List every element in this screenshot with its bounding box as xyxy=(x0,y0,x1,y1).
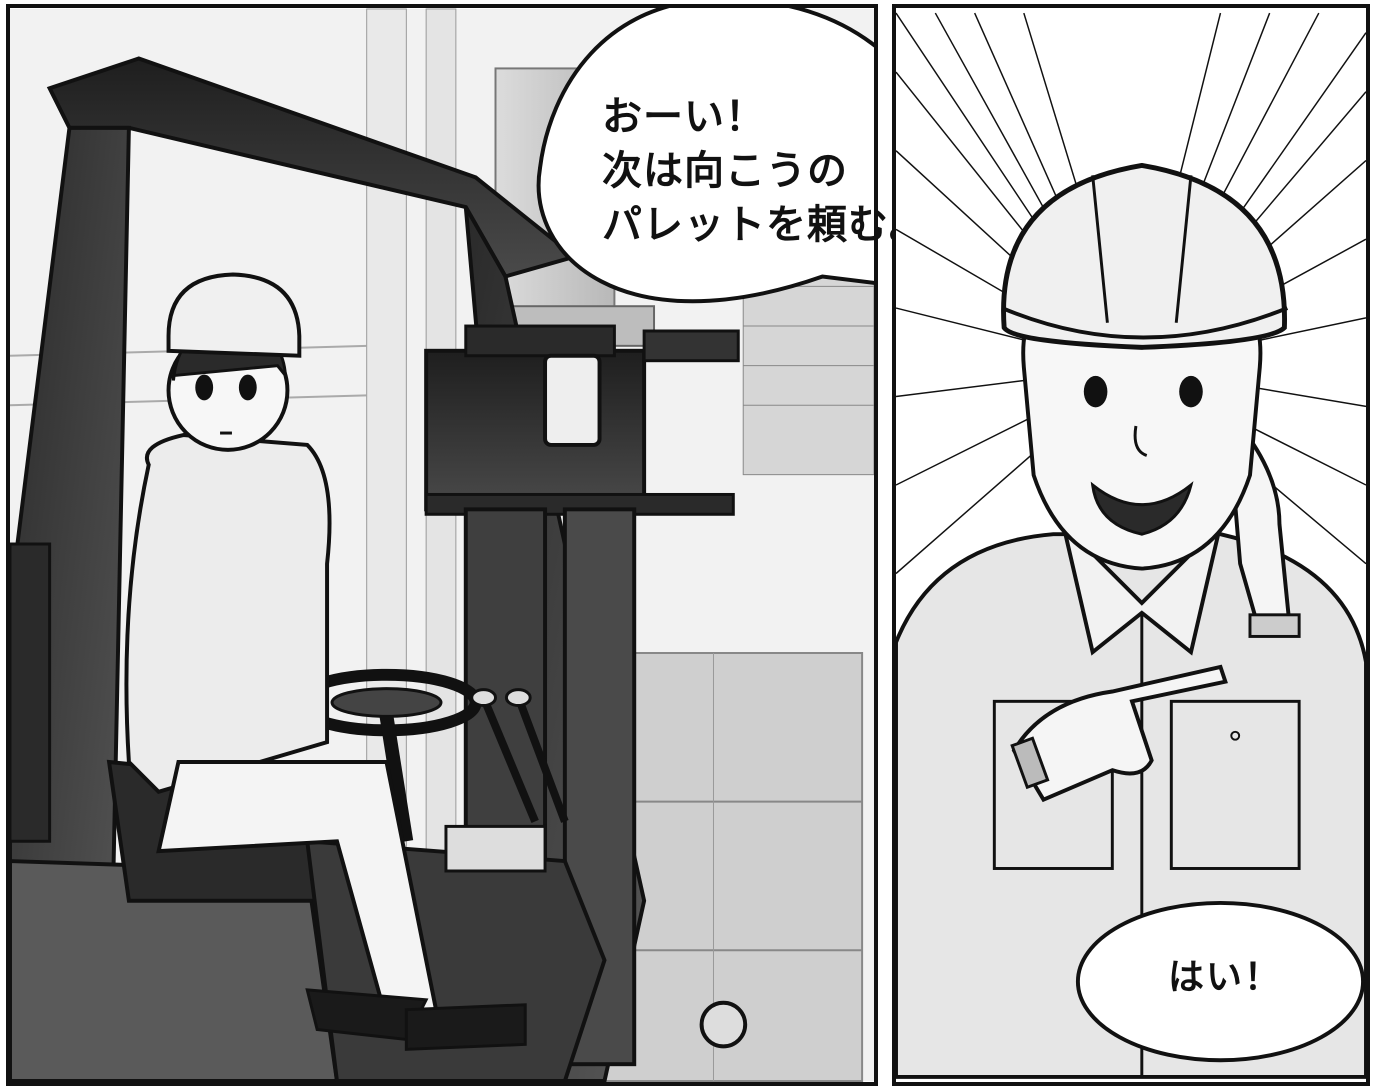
open-mouth xyxy=(1090,481,1194,536)
speech-text-right: はい！ xyxy=(1168,957,1282,997)
speech-line-1: おーい！ xyxy=(602,93,766,140)
supervisor-pointing-hand xyxy=(1010,664,1228,803)
wristwatch xyxy=(1248,613,1301,638)
dashboard-display xyxy=(444,824,547,873)
speech-text-left: おーい！ 次は向こうの パレットを頼む。 xyxy=(602,90,930,252)
forklift-scene-art xyxy=(10,8,874,1082)
supervisor-helmet xyxy=(1001,162,1289,350)
driver-helmet xyxy=(166,272,302,358)
panel-supervisor xyxy=(892,4,1370,1086)
speech-line-reply: はい！ xyxy=(1168,956,1283,998)
speech-bubble-right xyxy=(1075,900,1366,1063)
control-levers xyxy=(470,688,748,1049)
forklift-driver xyxy=(124,272,527,1051)
supervisor-scene-art xyxy=(896,12,1366,1079)
speech-line-2: 次は向こうの xyxy=(602,147,848,194)
side-mirror xyxy=(543,353,602,447)
speech-line-3: パレットを頼む。 xyxy=(602,201,930,248)
